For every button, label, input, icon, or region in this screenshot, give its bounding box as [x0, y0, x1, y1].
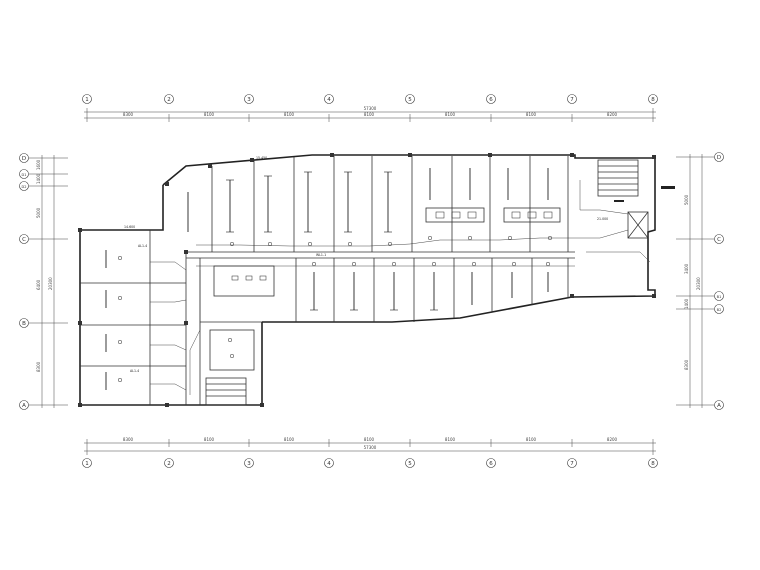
axis-6-top: 6	[489, 97, 493, 103]
right-dimensions	[676, 154, 714, 408]
bay-dim-5: 8100	[445, 112, 456, 117]
bay-dim-1: 8300	[123, 112, 134, 117]
note-elev-2: 15.450	[256, 156, 267, 160]
light-end-ticks	[226, 171, 438, 311]
right-dim-3: 1400	[684, 298, 689, 309]
left-dim-labels: 1600 1400 5000 6400 8300 20300	[36, 159, 53, 372]
axis-1-top: 1	[85, 97, 89, 103]
bay-dim-3-bottom: 8100	[284, 437, 295, 442]
top-axis-bubbles	[82, 94, 658, 104]
bay-dim-4: 8100	[364, 112, 375, 117]
bay-dim-6: 8100	[526, 112, 537, 117]
bay-dim-2-bottom: 8100	[204, 437, 215, 442]
right-dim-total: 20300	[696, 277, 701, 290]
axis-B1-right: B1	[717, 295, 722, 299]
bay-dim-2: 8100	[204, 112, 215, 117]
right-dim-1: 5000	[684, 194, 689, 205]
right-axis-labels: D C B1 B2 A	[717, 155, 722, 409]
axis-1-bottom: 1	[85, 461, 89, 467]
bay-dim-7: 8200	[607, 112, 618, 117]
bay-dim-1-bottom: 8300	[123, 437, 134, 442]
axis-3-top: 3	[247, 97, 251, 103]
inner-walls	[80, 156, 649, 406]
overall-dim-top: 57300	[364, 106, 377, 111]
right-dim-2: 3400	[684, 263, 689, 274]
axis-D-left: D	[22, 156, 26, 162]
left-dim-total: 20300	[48, 277, 53, 290]
axis-4-top: 4	[327, 97, 331, 103]
axis-B2-right: B2	[717, 308, 722, 312]
left-dim-6: 8300	[36, 361, 41, 372]
bay-dim-3: 8100	[284, 112, 295, 117]
axis-D2-left: D2	[22, 185, 27, 189]
note-al1: AL1-4	[138, 244, 147, 248]
bay-dim-5-bottom: 8100	[445, 437, 456, 442]
note-elev-3: 21.000	[597, 217, 608, 221]
axis-8-top: 8	[651, 97, 655, 103]
axis-B-left: B	[22, 321, 26, 327]
top-dim-labels: 57300 8300 8100 8100 8100 8100 8100 8200	[123, 106, 618, 117]
axis-A-left: A	[22, 403, 26, 409]
axis-4-bottom: 4	[327, 461, 331, 467]
axis-C-left: C	[22, 237, 26, 243]
axis-D1-left: D1	[22, 173, 27, 177]
axis-7-bottom: 7	[570, 461, 574, 467]
light-fixtures-upper	[187, 168, 549, 232]
bottom-dimensions	[84, 439, 656, 455]
overall-dim-bottom: 57300	[364, 445, 377, 450]
axis-5-top: 5	[408, 97, 412, 103]
left-axis-bubbles	[19, 153, 29, 410]
right-dim-4: 8300	[684, 359, 689, 370]
light-fixtures-lower	[105, 250, 549, 390]
bottom-axis-labels: 1 2 3 4 5 6 7 8	[85, 461, 655, 467]
axis-2-top: 2	[167, 97, 171, 103]
left-dim-2: 1400	[36, 173, 41, 184]
axis-A-right: A	[717, 403, 721, 409]
left-dimensions	[29, 155, 68, 408]
bottom-dim-labels: 8300 8100 8100 8100 8100 8100 8200 57300	[123, 437, 618, 450]
columns	[78, 153, 656, 407]
note-wl: WL1-1	[316, 253, 326, 257]
plan-notes: AL1-4 14.600 15.450 21.000 WL1-1 AL1-4	[124, 156, 608, 373]
axis-7-top: 7	[570, 97, 574, 103]
top-dimensions	[84, 108, 656, 122]
top-axis-labels: 1 2 3 4 5 6 7 8	[85, 97, 655, 103]
axis-5-bottom: 5	[408, 461, 412, 467]
right-axis-bubbles	[714, 152, 724, 410]
wiring	[150, 180, 651, 395]
note-al2: AL1-4	[130, 369, 139, 373]
equipment-tags	[614, 186, 675, 202]
axis-2-bottom: 2	[167, 461, 171, 467]
bottom-axis-bubbles	[82, 458, 658, 468]
left-dim-3: 5000	[36, 207, 41, 218]
bay-dim-4-bottom: 8100	[364, 437, 375, 442]
device-symbols	[117, 211, 553, 383]
axis-D-right: D	[717, 155, 721, 161]
building-walls	[79, 154, 656, 406]
left-axis-labels: D D1 D2 C B A	[22, 156, 27, 409]
right-dim-labels: 5000 3400 1400 8300 20300	[684, 194, 701, 370]
left-dim-5: 6400	[36, 279, 41, 290]
axis-3-bottom: 3	[247, 461, 251, 467]
axis-6-bottom: 6	[489, 461, 493, 467]
axis-C-right: C	[717, 237, 721, 243]
bay-dim-7-bottom: 8200	[607, 437, 618, 442]
axis-8-bottom: 8	[651, 461, 655, 467]
note-elev-1: 14.600	[124, 225, 135, 229]
bay-dim-6-bottom: 8100	[526, 437, 537, 442]
left-dim-1: 1600	[36, 159, 41, 170]
